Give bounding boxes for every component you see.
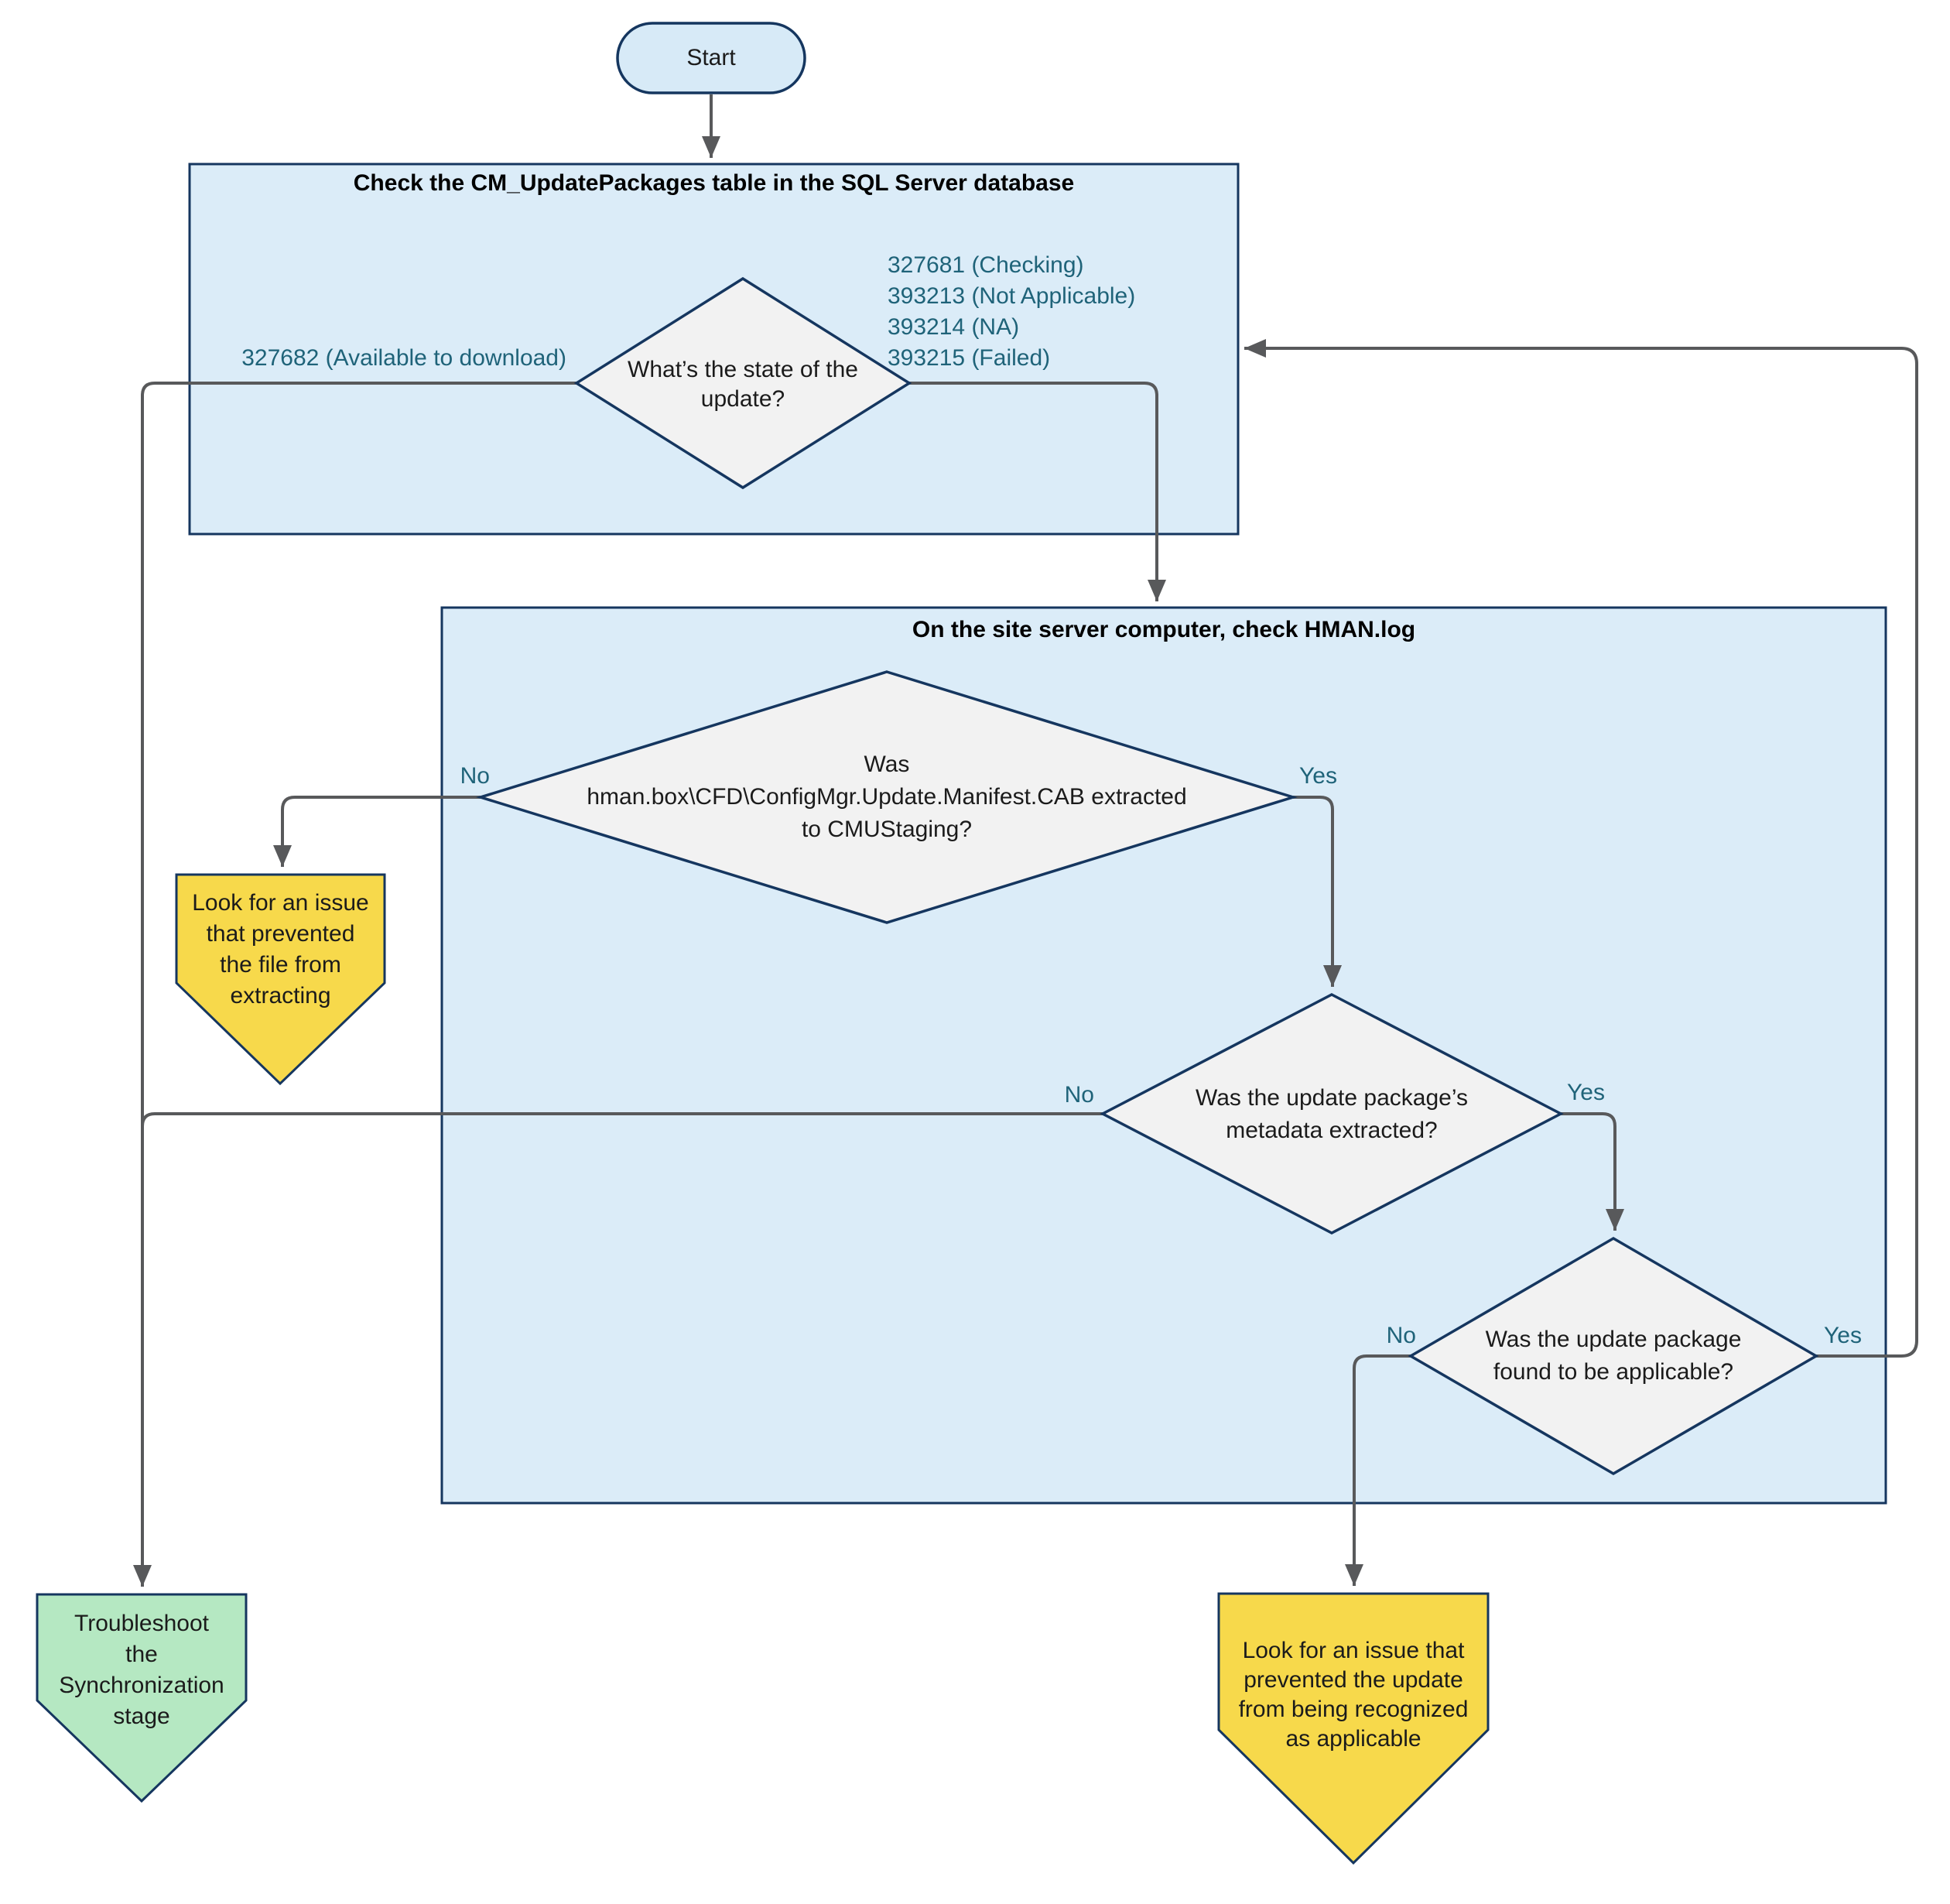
outcome-applicability-issue-pentagon — [1217, 1592, 1490, 1865]
connector-available-to-troubleshoot — [133, 382, 576, 1587]
connector-applicable-no-to-issue — [1345, 1354, 1411, 1586]
decision-update-state-diamond — [573, 276, 912, 490]
connector-cab-no-to-extract-issue — [273, 796, 481, 867]
connector-metadata-yes-to-applicable — [1561, 1112, 1624, 1231]
outcome-troubleshoot-sync-pentagon — [36, 1593, 248, 1803]
decision-applicable-diamond — [1408, 1236, 1819, 1476]
decision-metadata-diamond — [1100, 993, 1564, 1235]
connector-states-to-stage2 — [909, 382, 1166, 601]
connector-applicable-yes-feedback — [1244, 339, 1918, 1358]
outcome-extract-issue-pentagon — [175, 873, 386, 1086]
start-node — [616, 22, 806, 94]
connector-cab-yes-to-metadata — [1293, 796, 1342, 987]
decision-cab-extracted-diamond — [476, 670, 1298, 924]
